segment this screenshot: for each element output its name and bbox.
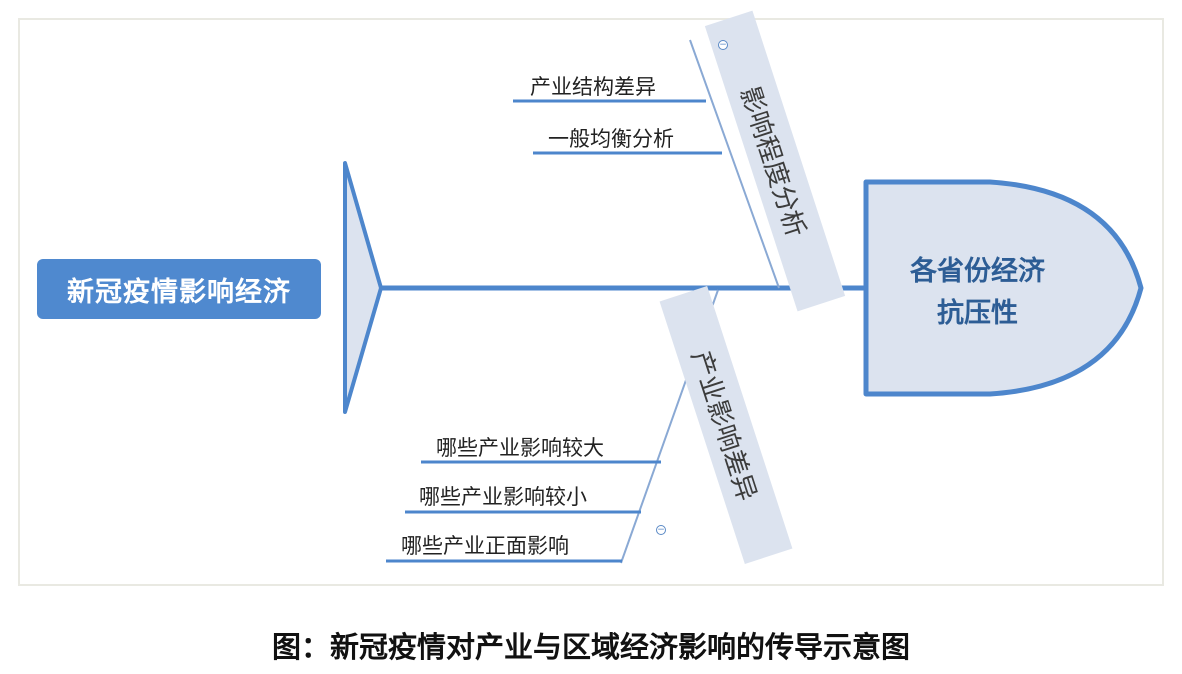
figure-caption: 图：新冠疫情对产业与区域经济影响的传导示意图 (271, 630, 910, 664)
head-line-2: 抗压性 (937, 298, 1018, 329)
root-node[interactable]: 新冠疫情影响经济 (37, 259, 321, 319)
head-node[interactable]: 各省份经济 抗压性 (870, 246, 1085, 340)
sub-topic-larger-impact[interactable]: 哪些产业影响较大 (436, 436, 604, 460)
sub-topic-general-equilibrium[interactable]: 一般均衡分析 (548, 127, 674, 151)
fish-tail (343, 161, 383, 414)
collapse-toggle-icon[interactable]: − (656, 525, 666, 535)
sub-topic-industry-structure[interactable]: 产业结构差异 (530, 75, 656, 99)
fish-head (863, 179, 1144, 397)
upper-bone (689, 39, 780, 289)
head-line-1: 各省份经济 (910, 256, 1045, 287)
collapse-toggle-icon[interactable]: − (718, 40, 728, 50)
sub-topic-smaller-impact[interactable]: 哪些产业影响较小 (419, 485, 587, 509)
sub-topic-positive-impact[interactable]: 哪些产业正面影响 (401, 534, 569, 558)
